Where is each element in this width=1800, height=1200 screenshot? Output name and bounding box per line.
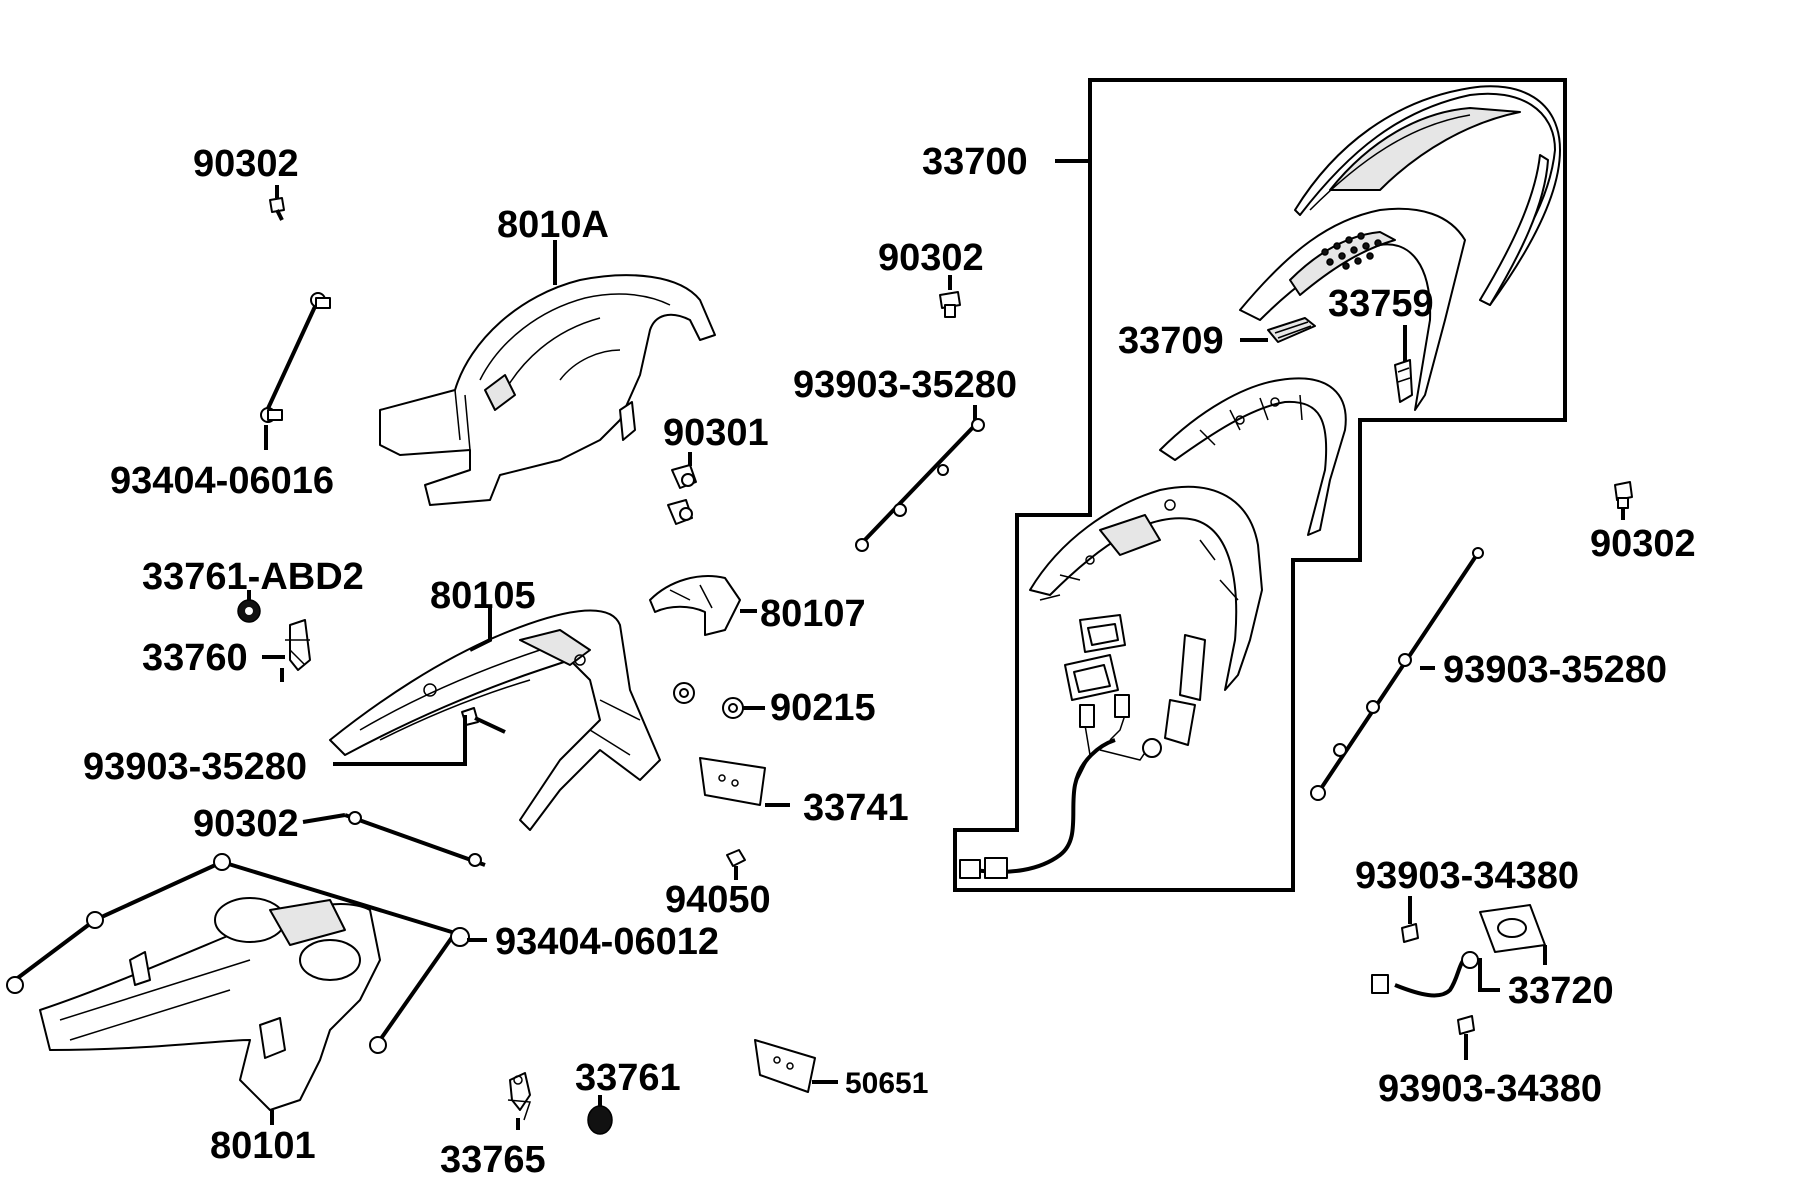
label-90302-top-left: 90302 xyxy=(193,143,299,185)
bolt-rod-93404-06016-part xyxy=(260,292,331,423)
plate-33741-part xyxy=(699,757,766,806)
clip-90301-part xyxy=(667,464,697,525)
label-8010A: 8010A xyxy=(497,204,609,246)
wiring-harness-part xyxy=(959,694,1162,879)
part-number-labels: 90302 8010A 93404-06016 90302 33700 3370… xyxy=(83,141,1696,1181)
rear-fender-8010A-part xyxy=(379,274,716,506)
rear-carrier-80105-part xyxy=(329,609,661,831)
grommet-33761-ABD2-part xyxy=(237,599,261,623)
screw-chain-93903-35280-center-part xyxy=(855,418,985,552)
inner-lens-right-part xyxy=(1179,634,1206,701)
leader-90302-long xyxy=(302,813,346,824)
grille-holes-pattern xyxy=(1321,232,1382,270)
inner-frame-part xyxy=(1159,377,1347,536)
label-33765: 33765 xyxy=(440,1139,546,1181)
label-90302-right: 90302 xyxy=(1590,523,1696,565)
grommet-90215-part xyxy=(673,682,744,719)
bracket-33760-part xyxy=(280,619,311,682)
label-33720: 33720 xyxy=(1508,970,1614,1012)
rear-upper-cover-part xyxy=(1294,85,1561,306)
leader-33720 xyxy=(1478,958,1500,992)
bolt-90302-top-left-part xyxy=(269,197,285,221)
small-cover-80107-part xyxy=(649,575,741,636)
label-90302-center: 90302 xyxy=(878,237,984,279)
label-80101: 80101 xyxy=(210,1125,316,1167)
plate-50651-part xyxy=(754,1039,816,1093)
screw-93903-34380-top-part xyxy=(1401,908,1419,943)
label-80105: 80105 xyxy=(430,575,536,617)
inner-lens-mid-part xyxy=(1064,654,1119,701)
leader-lines xyxy=(247,159,1625,1130)
label-33761-ABD2: 33761-ABD2 xyxy=(142,556,364,598)
label-80107: 80107 xyxy=(760,593,866,635)
screw-93903-34380-bottom-part xyxy=(1457,1015,1475,1035)
label-94050: 94050 xyxy=(665,879,771,921)
label-90302-long: 90302 xyxy=(193,803,299,845)
bolt-90302-center-part xyxy=(939,291,961,318)
label-93903-34380-top: 93903-34380 xyxy=(1355,855,1579,897)
label-93903-35280-right: 93903-35280 xyxy=(1443,649,1667,691)
lower-frame-part xyxy=(1029,485,1263,691)
label-33760: 33760 xyxy=(142,637,248,679)
screw-90302-long-part xyxy=(344,811,486,867)
small-grille-33709-part xyxy=(1267,317,1316,343)
label-33741: 33741 xyxy=(803,787,909,829)
inner-lens-left-part xyxy=(1079,614,1126,653)
label-93903-35280-left: 93903-35280 xyxy=(83,746,307,788)
label-90301: 90301 xyxy=(663,412,769,454)
rear-grille-frame-part xyxy=(1239,207,1466,411)
inner-lens-lower-part xyxy=(1164,699,1196,746)
nut-94050-part xyxy=(726,849,746,867)
label-33761: 33761 xyxy=(575,1057,681,1099)
leader-93903-35280-left xyxy=(333,715,467,766)
label-93404-06012: 93404-06012 xyxy=(495,921,719,963)
label-33759: 33759 xyxy=(1328,283,1434,325)
lower-cover-80101-part xyxy=(39,897,381,1111)
label-33709: 33709 xyxy=(1118,320,1224,362)
bracket-33759-part xyxy=(1394,359,1413,403)
bolt-90302-right-part xyxy=(1614,481,1633,509)
bolt-rods-93404-06012-part xyxy=(6,853,470,1054)
label-93404-06016: 93404-06016 xyxy=(110,460,334,502)
label-93903-34380-bottom: 93903-34380 xyxy=(1378,1068,1602,1110)
grommet-33761-part xyxy=(587,1105,613,1135)
bracket-33765-part xyxy=(507,1072,532,1121)
screw-93903-35280-left-part xyxy=(461,707,506,734)
label-50651: 50651 xyxy=(845,1067,928,1100)
label-93903-35280-center: 93903-35280 xyxy=(793,364,1017,406)
label-33700: 33700 xyxy=(922,141,1028,183)
label-90215: 90215 xyxy=(770,687,876,729)
screw-chain-93903-35280-right-part xyxy=(1310,547,1484,801)
leader-80105 xyxy=(469,605,492,652)
assembly-33700-outline xyxy=(953,78,1567,892)
license-light-33720-part xyxy=(1371,904,1546,998)
